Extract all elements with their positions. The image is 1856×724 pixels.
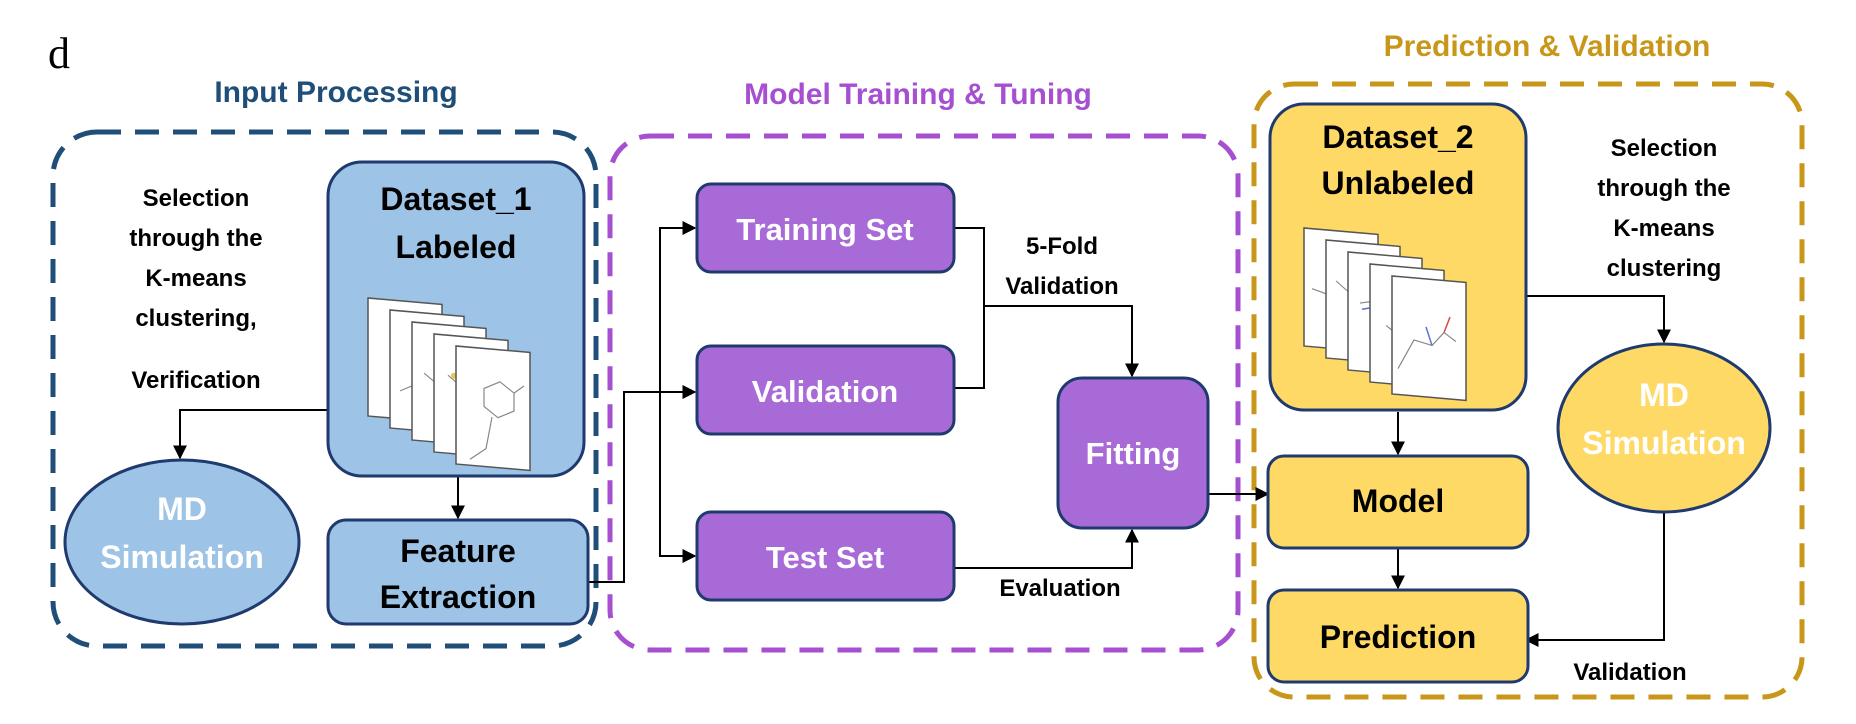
model-training-title: Model Training & Tuning xyxy=(744,78,1092,111)
test-set-box: Test Set xyxy=(695,510,956,602)
prediction-selection-note: Selection through the K-means clustering xyxy=(1597,135,1730,282)
svg-text:MD: MD xyxy=(1639,377,1689,413)
svg-text:Simulation: Simulation xyxy=(1582,425,1746,461)
input-processing-title: Input Processing xyxy=(214,76,457,109)
svg-text:through the: through the xyxy=(1597,175,1730,202)
split-to-test-arrow xyxy=(659,392,697,563)
svg-text:MD: MD xyxy=(157,491,207,527)
evaluation-label: Evaluation xyxy=(999,575,1120,602)
svg-text:K-means: K-means xyxy=(145,265,246,292)
dataset2-title: Dataset_2 xyxy=(1322,119,1473,155)
svg-text:Feature: Feature xyxy=(400,533,516,569)
fitting-box: Fitting xyxy=(1056,376,1210,530)
merge-to-fitting-arrow xyxy=(984,305,1139,378)
md-to-prediction-arrow xyxy=(1524,512,1665,647)
svg-text:Fitting: Fitting xyxy=(1086,436,1181,471)
panel-letter: d xyxy=(48,29,70,78)
dataset1-to-md-arrow xyxy=(173,409,328,460)
five-fold-validation-label: Validation xyxy=(1005,273,1118,300)
feature-to-split-line xyxy=(588,221,697,583)
svg-text:Prediction: Prediction xyxy=(1320,619,1476,655)
dataset1-box: Dataset_1 Labeled xyxy=(326,160,586,478)
molecule-image-stack xyxy=(367,297,531,472)
svg-text:Test Set: Test Set xyxy=(766,540,884,575)
five-fold-label: 5-Fold xyxy=(1026,233,1098,260)
svg-text:Validation: Validation xyxy=(752,374,898,409)
input-processing-panel xyxy=(50,129,599,649)
svg-text:Selection: Selection xyxy=(143,185,250,212)
dataset1-subtitle: Labeled xyxy=(396,229,517,265)
feature-extraction-box: Feature Extraction xyxy=(326,518,590,626)
prediction-validation-panel xyxy=(1251,81,1805,700)
svg-text:Selection: Selection xyxy=(1611,135,1718,162)
svg-text:Verification: Verification xyxy=(131,367,260,394)
svg-text:Training Set: Training Set xyxy=(736,212,913,247)
validation-label: Validation xyxy=(1573,659,1686,686)
prediction-validation-title: Prediction & Validation xyxy=(1384,30,1711,63)
svg-text:clustering: clustering xyxy=(1607,255,1722,282)
svg-text:K-means: K-means xyxy=(1613,215,1714,242)
test-to-fitting-arrow xyxy=(954,528,1139,569)
md-simulation-input: MD Simulation xyxy=(63,458,301,626)
svg-text:through the: through the xyxy=(129,225,262,252)
svg-text:Model: Model xyxy=(1352,483,1444,519)
training-to-merge-line xyxy=(954,227,985,389)
molecule-image-stack-2 xyxy=(1303,227,1467,402)
input-selection-note: Selection through the K-means clustering… xyxy=(129,185,262,394)
model-box: Model xyxy=(1266,454,1530,550)
md-simulation-prediction: MD Simulation xyxy=(1556,342,1772,514)
svg-text:clustering,: clustering, xyxy=(135,305,256,332)
svg-text:Simulation: Simulation xyxy=(100,539,264,575)
svg-text:Extraction: Extraction xyxy=(380,579,536,615)
dataset2-box: Dataset_2 Unlabeled xyxy=(1268,102,1528,412)
dataset2-to-md-arrow xyxy=(1526,295,1671,344)
dataset2-subtitle: Unlabeled xyxy=(1322,165,1475,201)
model-training-panel xyxy=(607,133,1241,653)
dataset1-title: Dataset_1 xyxy=(380,181,531,217)
validation-box: Validation xyxy=(695,344,956,436)
training-set-box: Training Set xyxy=(695,182,956,274)
prediction-box: Prediction xyxy=(1266,588,1530,684)
